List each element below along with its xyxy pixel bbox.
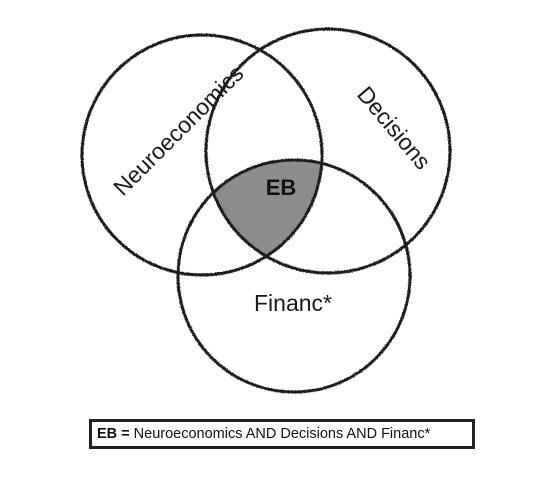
intersection-region — [206, 160, 322, 273]
label-decisions: Decisions — [352, 81, 436, 174]
circle-financ — [176, 158, 412, 394]
label-financ: Financ* — [254, 290, 332, 316]
legend-text: Neuroeconomics AND Decisions AND Financ* — [133, 426, 431, 442]
intersection-label: EB — [266, 175, 297, 200]
legend-box: EB = Neuroeconomics AND Decisions AND Fi… — [89, 419, 475, 449]
legend-key: EB = — [97, 426, 130, 442]
circle-decisions — [204, 27, 452, 275]
circle-neuroeconomics — [80, 33, 324, 277]
